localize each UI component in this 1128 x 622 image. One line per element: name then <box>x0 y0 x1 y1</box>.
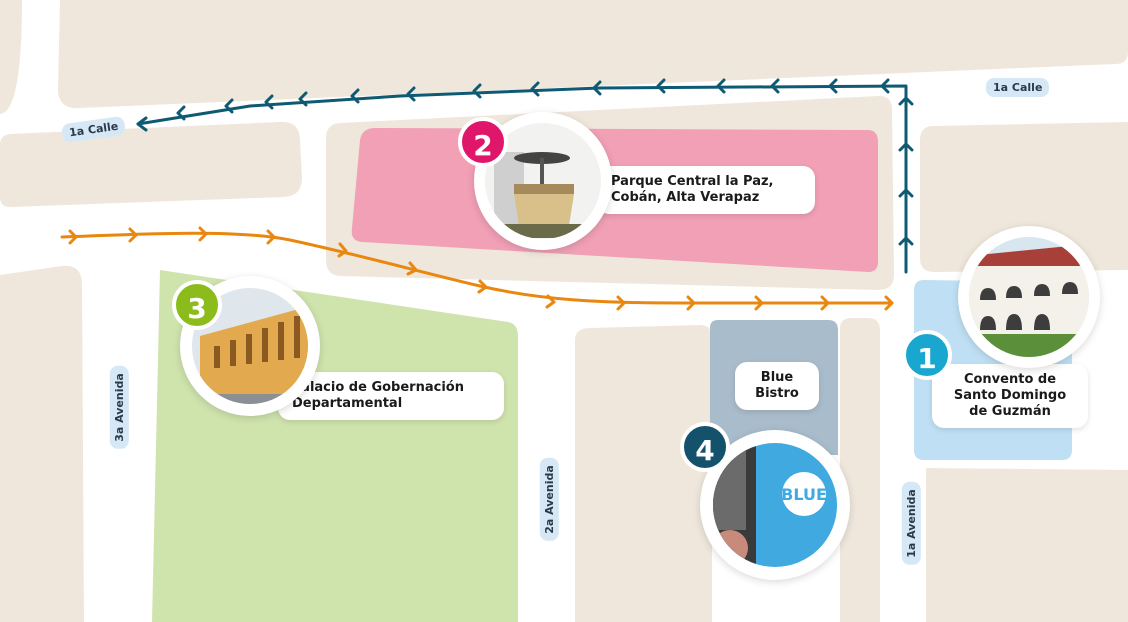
poi-label-line: Bistro <box>755 386 799 401</box>
place-number-badge-1: 1 <box>902 330 952 380</box>
place-number-badge-2: 2 <box>458 117 508 167</box>
poi-label-convento[interactable]: Convento de Santo Domingo de Guzmán <box>932 364 1088 428</box>
route-orange <box>60 231 894 305</box>
road-label-1a-calle-right: 1a Calle <box>986 78 1050 97</box>
poi-label-line: de Guzmán <box>969 404 1051 419</box>
place-number-badge-3: 3 <box>172 280 222 330</box>
poi-label-line: Parque Central la Paz, <box>611 174 774 189</box>
poi-label-line: Santo Domingo <box>953 388 1067 403</box>
svg-text:BLUE: BLUE <box>781 485 827 504</box>
block-right-top <box>920 122 1128 272</box>
route-orange-arrows <box>68 226 894 311</box>
road-label-2a-avenida: 2a Avenida <box>539 458 559 541</box>
poi-label-blue-bistro[interactable]: Blue Bistro <box>735 362 819 410</box>
poi-label-line: Palacio de Gobernación <box>292 380 464 395</box>
convent-photo-icon[interactable] <box>958 226 1100 368</box>
place-number-badge-4: 4 <box>680 422 730 472</box>
route-teal <box>136 84 908 274</box>
poi-label-line: Departamental <box>292 396 403 411</box>
block-left-bottom <box>0 265 84 622</box>
road-label-3a-avenida: 3a Avenida <box>109 366 129 449</box>
block-topleft <box>0 0 22 114</box>
poi-label-line: Convento de <box>963 372 1057 387</box>
block-left-mid <box>0 121 302 207</box>
block-bottom-right <box>840 318 880 622</box>
poi-label-line: Cobán, Alta Verapaz <box>611 190 760 205</box>
poi-label-line: Blue <box>760 370 794 385</box>
route-teal-arrows <box>176 78 914 246</box>
block-bottom-center <box>575 325 712 622</box>
road-label-1a-avenida: 1a Avenida <box>901 482 921 565</box>
poi-label-parque-central[interactable]: Parque Central la Paz, Cobán, Alta Verap… <box>597 166 815 214</box>
block-bottom-far-right <box>926 468 1128 622</box>
poi-label-palacio[interactable]: Palacio de Gobernación Departamental <box>278 372 504 420</box>
block-top <box>58 0 1128 109</box>
